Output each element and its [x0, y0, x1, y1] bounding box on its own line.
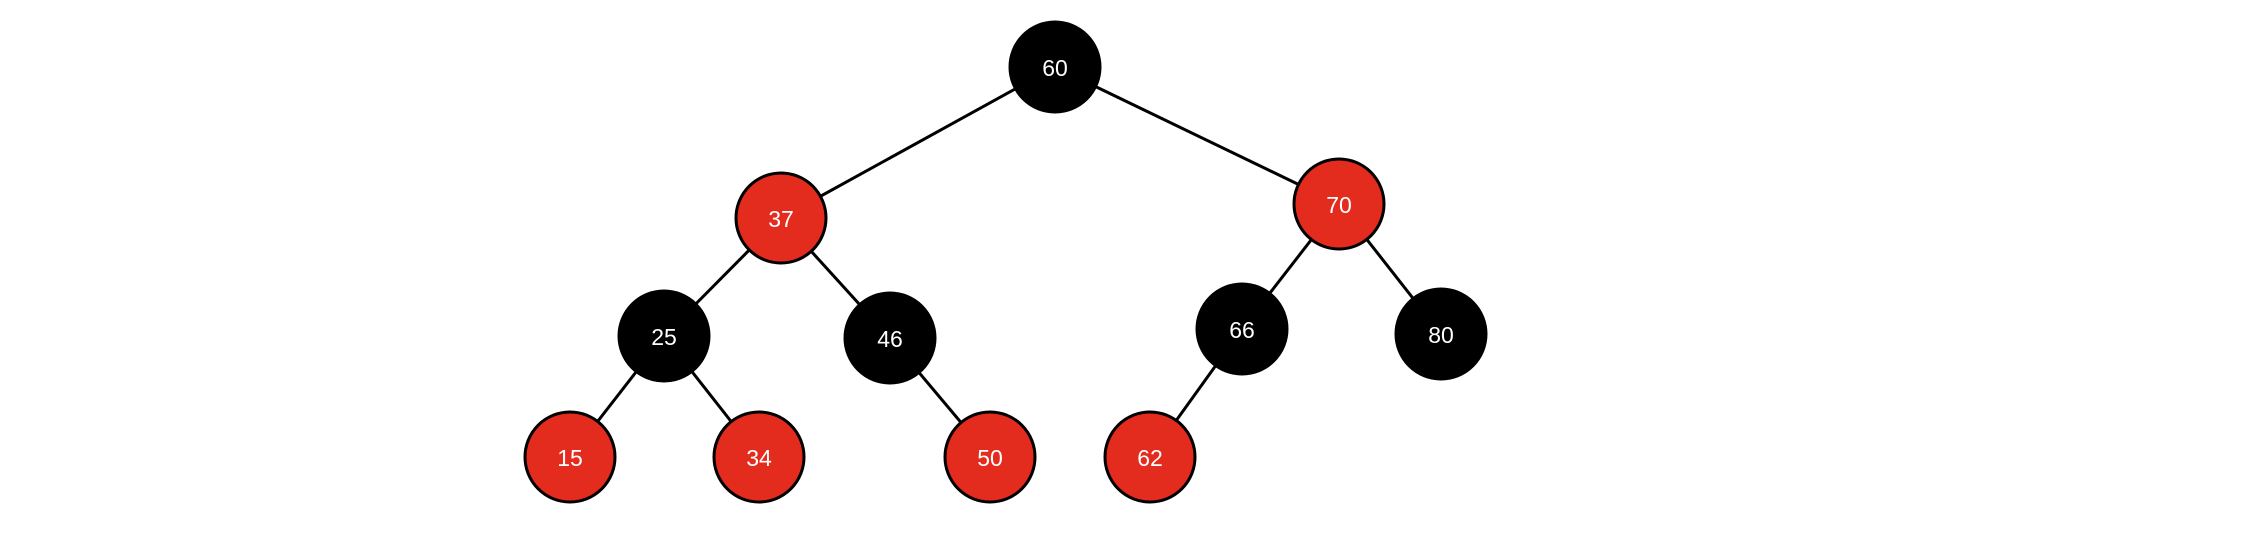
node-label-62: 62: [1137, 445, 1163, 471]
node-circle-25[interactable]: [617, 289, 711, 383]
node-label-66: 66: [1229, 317, 1255, 343]
tree-node-46[interactable]: 46: [843, 291, 937, 385]
node-circle-50[interactable]: [943, 410, 1037, 504]
node-circle-60[interactable]: [1008, 20, 1102, 114]
node-circle-34[interactable]: [712, 410, 806, 504]
node-label-25: 25: [651, 324, 677, 350]
tree-node-62[interactable]: 62: [1103, 410, 1197, 504]
tree-node-37[interactable]: 37: [734, 171, 828, 265]
nodes-group: 60 37 70 25 46 66 80 15 34 50 62: [523, 20, 1488, 504]
tree-node-50[interactable]: 50: [943, 410, 1037, 504]
tree-edge-60-70: [1054, 65, 1340, 206]
tree-node-25[interactable]: 25: [617, 289, 711, 383]
node-circle-80[interactable]: [1394, 287, 1488, 381]
tree-edge-60-37: [780, 65, 1056, 220]
edges-group: [568, 65, 1443, 458]
node-circle-37[interactable]: [734, 171, 828, 265]
node-circle-15[interactable]: [523, 410, 617, 504]
node-label-70: 70: [1326, 192, 1352, 218]
tree-node-15[interactable]: 15: [523, 410, 617, 504]
node-label-60: 60: [1042, 55, 1068, 81]
node-circle-46[interactable]: [843, 291, 937, 385]
node-label-37: 37: [768, 206, 794, 232]
node-circle-62[interactable]: [1103, 410, 1197, 504]
tree-node-80[interactable]: 80: [1394, 287, 1488, 381]
tree-node-66[interactable]: 66: [1195, 282, 1289, 376]
node-label-34: 34: [746, 445, 772, 471]
tree-node-60[interactable]: 60: [1008, 20, 1102, 114]
node-label-46: 46: [877, 326, 903, 352]
node-circle-70[interactable]: [1292, 157, 1386, 251]
tree-node-70[interactable]: 70: [1292, 157, 1386, 251]
tree-node-34[interactable]: 34: [712, 410, 806, 504]
node-label-15: 15: [557, 445, 583, 471]
node-label-50: 50: [977, 445, 1003, 471]
node-label-80: 80: [1428, 322, 1454, 348]
node-circle-66[interactable]: [1195, 282, 1289, 376]
